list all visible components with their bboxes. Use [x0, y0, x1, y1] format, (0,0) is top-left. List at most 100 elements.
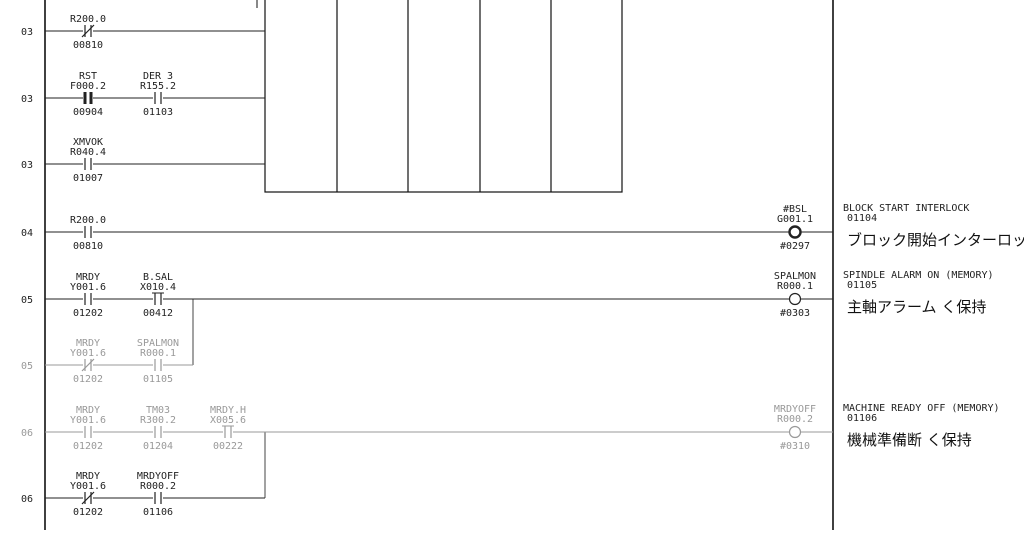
contact-name: MRDY: [76, 405, 100, 416]
contact-address: R300.2: [140, 415, 176, 426]
contact-address: R200.0: [70, 14, 106, 25]
contact-name: MRDY: [76, 272, 100, 283]
coil-ref: #0310: [780, 441, 810, 452]
coil-address: R000.2: [777, 414, 813, 425]
coil-address: G001.1: [777, 214, 813, 225]
rung-number: 03: [21, 94, 33, 105]
comment-note: 機械準備断 く保持: [847, 431, 972, 449]
contact-gap: [83, 92, 93, 104]
rung-number: 04: [21, 228, 33, 239]
contact-ref: 00904: [73, 107, 103, 118]
contact-address: X010.4: [140, 282, 176, 293]
contact: R200.0 00810: [70, 215, 106, 252]
coil-name: MRDYOFF: [774, 404, 816, 415]
contact-gap: [83, 293, 93, 305]
contact-gap: [153, 293, 163, 305]
comment-title: BLOCK START INTERLOCK: [843, 203, 969, 214]
coil-name: SPALMON: [774, 271, 816, 282]
coil-name: #BSL: [783, 204, 807, 215]
contact-gap: [153, 92, 163, 104]
contact-ref: 01202: [73, 441, 103, 452]
rung-number: 03: [21, 160, 33, 171]
contact-name: XMVOK: [73, 137, 103, 148]
contact-ref: 01204: [143, 441, 173, 452]
contact-gap: [83, 158, 93, 170]
contact-ref: 00412: [143, 308, 173, 319]
rung: 06MRDYY001.601202TM03R300.201204MRDY.HX0…: [21, 404, 833, 452]
comment-title: SPINDLE ALARM ON (MEMORY): [843, 270, 994, 281]
contact-name: DER 3: [143, 71, 173, 82]
comment-note: 主軸アラーム く保持: [847, 298, 986, 316]
contact-address: Y001.6: [70, 481, 106, 492]
rung-number: 06: [21, 428, 33, 439]
contact-name: TM03: [146, 405, 170, 416]
contact-gap: [153, 426, 163, 438]
contact-address: X005.6: [210, 415, 246, 426]
coil-icon: [788, 292, 802, 306]
contact-address: Y001.6: [70, 415, 106, 426]
coil-icon: [788, 425, 802, 439]
nc-slash: [81, 358, 95, 372]
rung-comment: SPINDLE ALARM ON (MEMORY)01105 主軸アラーム く保持: [843, 270, 994, 316]
contact-ref: 00222: [213, 441, 243, 452]
nc-slash: [81, 24, 95, 38]
coil-ref: #0303: [780, 308, 810, 319]
contact-address: F000.2: [70, 81, 106, 92]
coil-address: R000.1: [777, 281, 813, 292]
contact-gap: [153, 492, 163, 504]
contact-address: R000.2: [140, 481, 176, 492]
contact-address: Y001.6: [70, 348, 106, 359]
contact-ref: 01007: [73, 173, 103, 184]
contact-ref: 01105: [143, 374, 173, 385]
contact-name: B.SAL: [143, 272, 173, 283]
contact-gap: [223, 426, 233, 438]
rung-comment: MACHINE READY OFF (MEMORY)01106 機械準備断 く保持: [843, 403, 1000, 449]
contact-ref: 00810: [73, 40, 103, 51]
rung-number: 05: [21, 295, 33, 306]
comment-note: ブロック開始インターロック: [847, 231, 1024, 249]
contact-address: Y001.6: [70, 282, 106, 293]
contact-gap: [153, 359, 163, 371]
contact-address: R155.2: [140, 81, 176, 92]
contact: R200.0 00810: [70, 14, 106, 51]
contact-ref: 00810: [73, 241, 103, 252]
contact-ref: 01202: [73, 374, 103, 385]
rung-number: 06: [21, 494, 33, 505]
comment-ref: 01106: [847, 413, 877, 424]
contact-ref: 01202: [73, 507, 103, 518]
rung-number: 05: [21, 361, 33, 372]
contact-address: R040.4: [70, 147, 106, 158]
nc-slash: [81, 491, 95, 505]
comment-ref: 01105: [847, 280, 877, 291]
contact-ref: 01202: [73, 308, 103, 319]
coil-icon: [788, 225, 802, 239]
contact-gap: [83, 426, 93, 438]
comment-title: MACHINE READY OFF (MEMORY): [843, 403, 1000, 414]
contact-address: R200.0: [70, 215, 106, 226]
contact-name: SPALMON: [137, 338, 179, 349]
contact-name: RST: [79, 71, 97, 82]
contact-address: R000.1: [140, 348, 176, 359]
contact-name: MRDY: [76, 338, 100, 349]
function-block: [264, 0, 623, 193]
